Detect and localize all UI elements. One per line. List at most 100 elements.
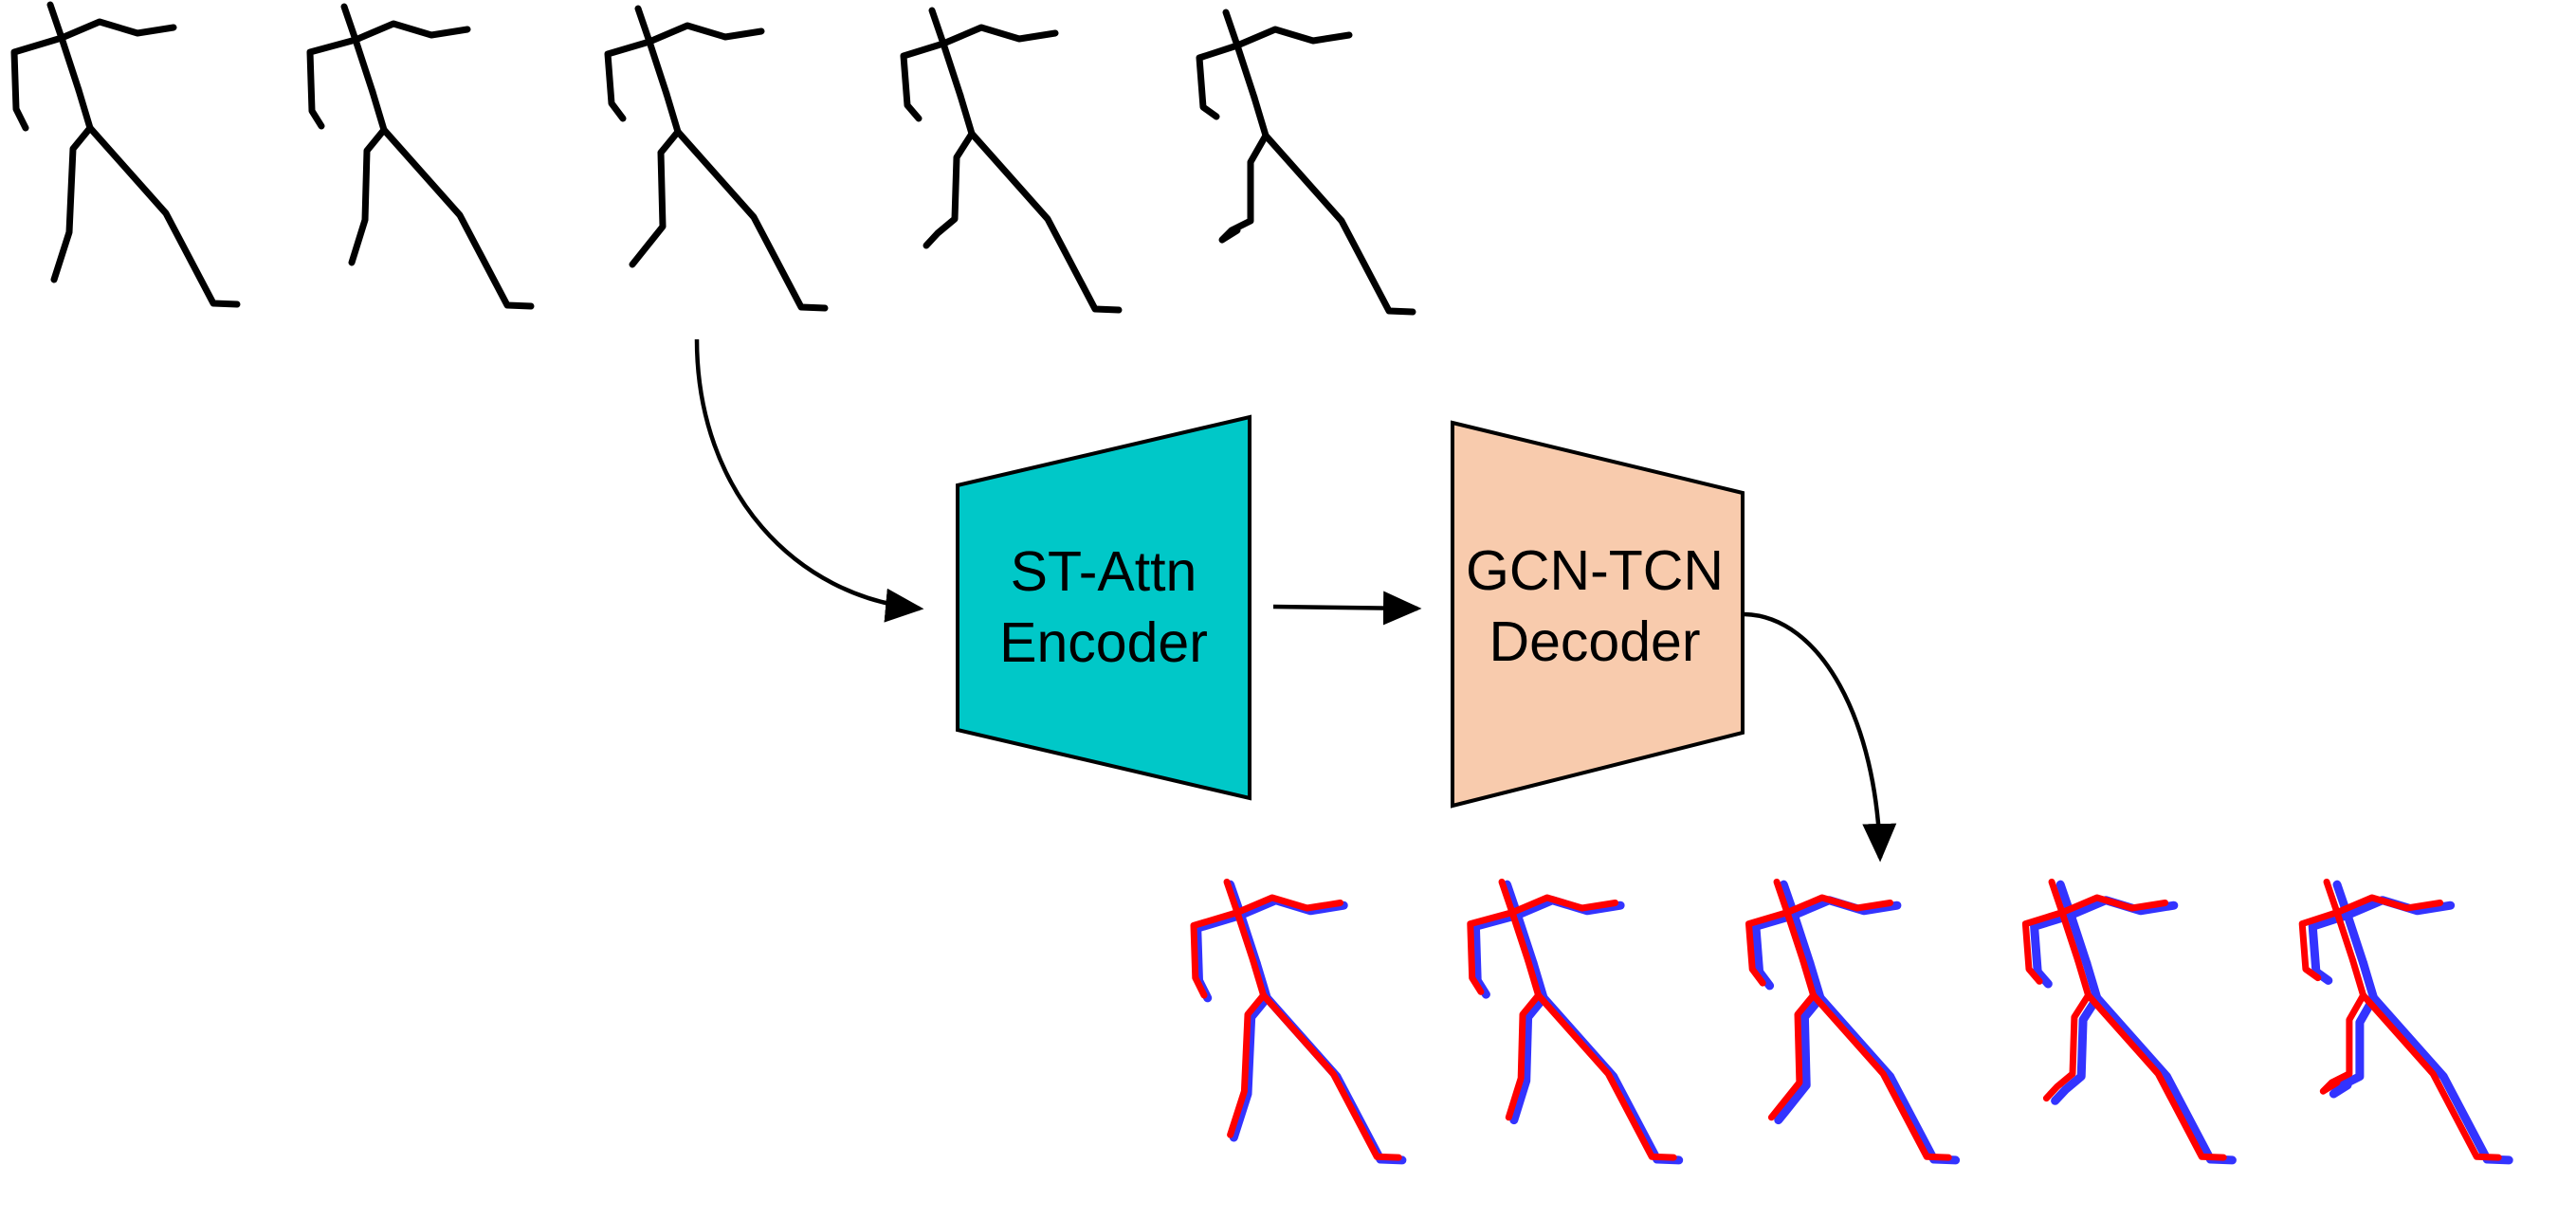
limb-spine [75,86,94,132]
limb-lLeg [50,124,94,283]
input-to-encoder-arrow [694,338,924,623]
limb-neck [2333,909,2357,964]
limb-lLeg [923,130,976,249]
limb-head [928,7,947,47]
limb-lLeg [629,128,682,268]
limb-rArm [352,20,471,44]
limb-rLeg [1262,132,1416,316]
limb-lArm [2021,909,2066,985]
decoder-label-line2: Decoder [1489,610,1700,673]
limb-rLeg [1810,992,1952,1161]
limb-rLeg [2360,992,2502,1161]
predicted-pose-1 [1190,878,1402,1161]
limb-neck [58,34,82,94]
limb-neck [2343,910,2368,968]
limb-rLeg [1260,992,1402,1161]
limb-lArm [306,36,359,130]
limb-neck [1508,909,1532,964]
limb-lArm [1467,909,1516,995]
limb-spine [1525,956,1543,999]
limb-neck [352,36,376,96]
limb-rArm [940,24,1059,47]
limb-lArm [2298,909,2341,982]
predicted-pose-4 [2021,878,2227,1161]
limb-rLeg [380,126,535,310]
limb-spine [2349,956,2367,999]
limb-neck [940,40,964,100]
limb-spine [663,90,682,136]
limb-lLeg [2042,992,2092,1102]
limb-head [1498,878,1516,917]
limb-neck [1789,910,1815,968]
limb-rLeg [86,124,241,308]
limb-rLeg [2092,993,2237,1165]
limb-neck [1233,909,1257,964]
limb-neck [646,38,670,98]
limb-spine [2359,958,2379,1003]
limb-lArm [1745,909,1791,987]
output-pose-sequence [1190,878,2513,1165]
limb-lArm [2308,910,2352,985]
limb-neck [1783,909,1807,964]
limb-spine [1251,94,1270,139]
input-pose-2 [306,3,535,310]
encoder-block: ST-Attn Encoder [956,414,1251,801]
encoder-label-line1: ST-Attn [1011,540,1197,603]
decoder-trapezoid [1451,420,1745,809]
limb-lLeg [1774,993,1825,1125]
limb-lArm [1471,910,1522,999]
limb-spine [957,92,976,137]
encoder-to-decoder-arrow [1272,591,1422,626]
limb-lLeg [1229,993,1271,1142]
limb-lLeg [1509,993,1548,1125]
ground-truth-pose-3 [1751,880,1961,1165]
limb-spine [2082,958,2102,1003]
limb-lArm [1190,909,1241,999]
input-pose-1 [10,1,241,308]
limb-head [1223,878,1241,917]
limb-lLeg [1218,132,1270,244]
limb-lArm [2030,910,2075,989]
limb-neck [1513,910,1538,968]
limb-lLeg [2329,993,2379,1099]
limb-head [634,5,653,45]
decoder-to-output-arrow [1744,611,1897,863]
limb-lArm [900,40,947,122]
limb-rArm [1233,26,1353,49]
limb-lLeg [2319,992,2367,1095]
limb-neck [2058,909,2082,964]
limb-head [46,1,65,42]
limb-spine [2074,956,2092,999]
limb-neck [2066,910,2092,968]
limb-neck [1233,42,1258,101]
predicted-pose-5 [2298,878,2502,1161]
limb-rLeg [2085,992,2227,1161]
encoder-label-line2: Encoder [999,611,1208,674]
input-pose-4 [900,7,1123,314]
limb-head [2048,878,2066,917]
limb-lArm [1196,42,1241,120]
limb-lArm [10,34,65,132]
limb-rLeg [1535,992,1677,1161]
limb-head [2323,878,2341,917]
limb-rLeg [968,130,1123,314]
limb-rArm [1508,894,1619,917]
limb-lArm [1193,910,1246,1003]
limb-rLeg [2369,993,2513,1165]
encoder-trapezoid [956,414,1251,801]
limb-rArm [58,18,177,42]
limb-rLeg [674,128,829,312]
ground-truth-pose-1 [1193,880,1407,1165]
limb-head [1222,9,1241,49]
limb-head [1773,878,1791,917]
limb-rArm [2333,894,2444,917]
limb-lLeg [2051,993,2102,1105]
limb-head [340,3,359,44]
limb-lArm [604,38,653,122]
limb-rArm [2058,894,2169,917]
decoder-label-line1: GCN-TCN [1466,539,1724,602]
limb-lLeg [1767,992,1818,1121]
limb-spine [1805,958,1825,1003]
predicted-pose-2 [1467,878,1677,1161]
